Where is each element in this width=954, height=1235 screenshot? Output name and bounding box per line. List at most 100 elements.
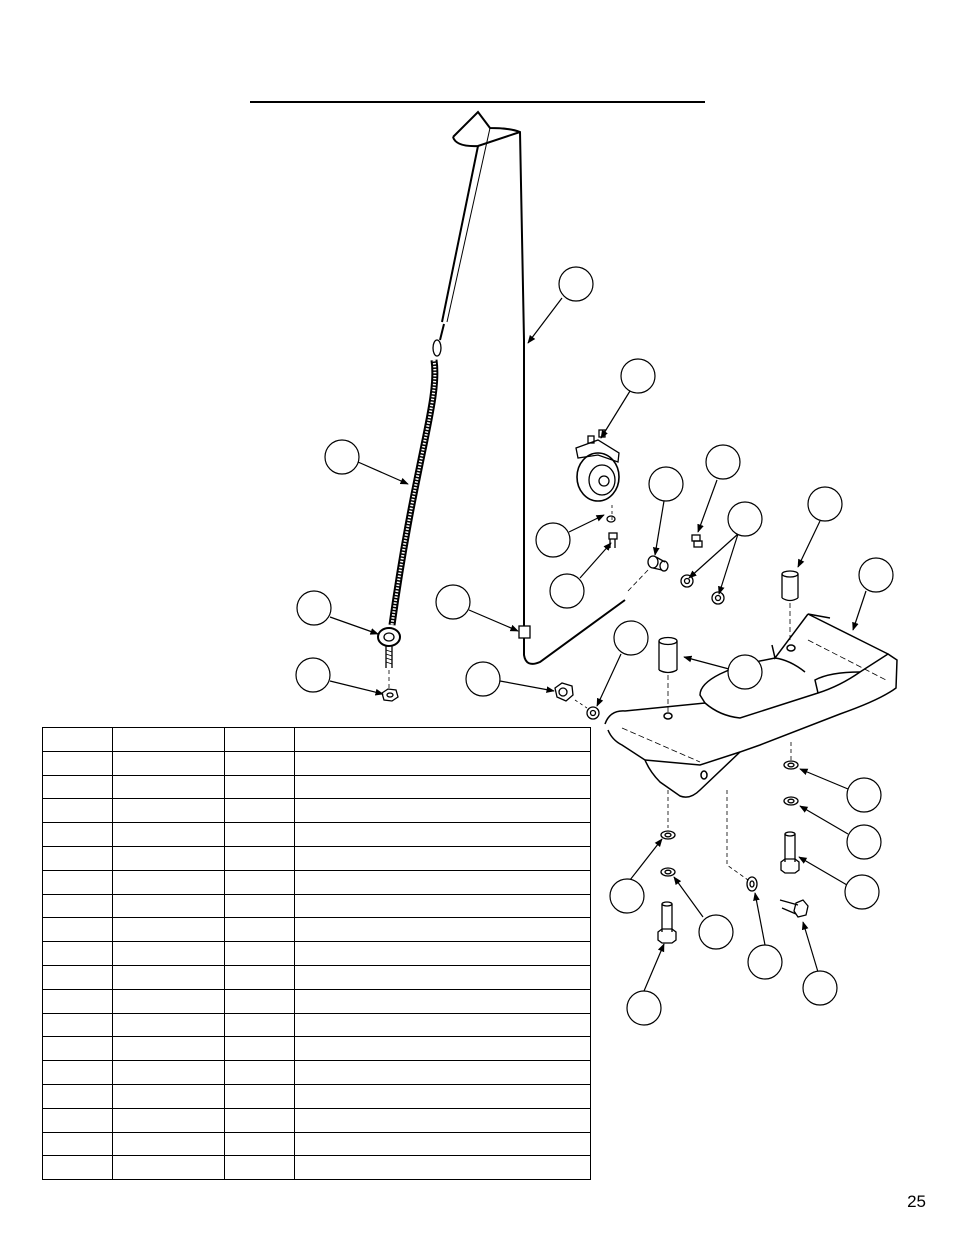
mounting-bracket — [604, 613, 898, 798]
title-rule — [250, 101, 705, 103]
callout-circle — [324, 439, 360, 475]
table-cell — [112, 822, 225, 847]
table-cell — [42, 869, 113, 895]
hex-nut — [381, 688, 399, 702]
callout-circle — [727, 654, 763, 690]
callout-circle — [648, 466, 684, 502]
callout-circle — [846, 777, 882, 813]
table-cell — [42, 1155, 113, 1181]
table-header-cell — [112, 727, 225, 752]
table-cell — [224, 1012, 295, 1038]
table-cell — [224, 798, 295, 824]
table-row — [42, 1155, 591, 1181]
spacer-bushing-rear — [781, 570, 799, 640]
table-cell — [112, 1107, 225, 1133]
table-cell — [224, 1060, 295, 1085]
table-header-cell — [294, 727, 591, 752]
pulley-screw — [608, 532, 618, 548]
table-cell — [42, 822, 113, 847]
table-cell — [42, 941, 113, 966]
table-row — [42, 869, 591, 895]
table-cell — [112, 1060, 225, 1085]
table-cell — [42, 1012, 113, 1038]
table-cell — [42, 1083, 113, 1109]
table-cell — [294, 1060, 591, 1085]
table-cell — [112, 1012, 225, 1038]
table-cell — [112, 1131, 225, 1157]
table-cell — [224, 1083, 295, 1109]
table-cell — [224, 845, 295, 871]
table-cell — [42, 1060, 113, 1085]
table-row — [42, 1012, 591, 1038]
table-cell — [224, 1107, 295, 1133]
callout-circle — [295, 657, 331, 693]
table-cell — [112, 941, 225, 966]
table-cell — [294, 941, 591, 966]
table-cell — [42, 774, 113, 800]
table-cell — [224, 893, 295, 919]
table-header-cell — [224, 727, 295, 752]
leader-lines — [329, 297, 867, 992]
table-cell — [294, 964, 591, 990]
table-cell — [42, 798, 113, 824]
callout-circle — [558, 266, 594, 302]
callout-circle — [620, 358, 656, 394]
callout-circle — [609, 878, 645, 914]
table-cell — [294, 988, 591, 1014]
table-cell — [42, 845, 113, 871]
callout-circle — [626, 990, 662, 1026]
table-cell — [112, 893, 225, 919]
bracket-bolts — [657, 831, 809, 944]
callout-circle — [747, 944, 783, 980]
callout-circle — [846, 824, 882, 860]
callout-circle — [698, 914, 734, 950]
table-cell — [294, 893, 591, 919]
table-cell — [112, 964, 225, 990]
table-cell — [42, 893, 113, 919]
table-cell — [294, 1012, 591, 1038]
table-cell — [112, 1036, 225, 1062]
table-cell — [294, 917, 591, 943]
table-cell — [224, 1036, 295, 1062]
table-cell — [224, 750, 295, 776]
callout-circle — [727, 501, 763, 537]
set-screws — [691, 534, 703, 548]
table-row — [42, 798, 591, 824]
table-row — [42, 917, 591, 943]
pulley-assembly — [575, 429, 620, 520]
table-cell — [294, 1155, 591, 1181]
callout-circle — [465, 661, 501, 697]
table-cell — [294, 822, 591, 847]
table-cell — [112, 845, 225, 871]
pulley-washer — [606, 515, 616, 523]
page-number: 25 — [907, 1192, 926, 1211]
washers — [680, 574, 725, 605]
table-header-cell — [42, 727, 113, 752]
table-row — [42, 774, 591, 800]
table-cell — [42, 1131, 113, 1157]
parts-list-table — [42, 727, 591, 1181]
callout-circle — [613, 620, 649, 656]
table-row — [42, 845, 591, 871]
table-cell — [224, 964, 295, 990]
table-cell — [42, 750, 113, 776]
table-cell — [112, 988, 225, 1014]
callout-circle — [844, 874, 880, 910]
table-cell — [224, 1155, 295, 1181]
bracket-washers — [660, 742, 799, 892]
table-cell — [112, 917, 225, 943]
table-cell — [224, 774, 295, 800]
callout-circle — [296, 590, 332, 626]
table-cell — [294, 1083, 591, 1109]
table-row — [42, 964, 591, 990]
table-row — [42, 1083, 591, 1109]
table-cell — [112, 1083, 225, 1109]
table-cell — [224, 988, 295, 1014]
table-cell — [112, 1155, 225, 1181]
table-cell — [112, 774, 225, 800]
table-cell — [42, 964, 113, 990]
callout-circle — [435, 584, 471, 620]
table-cell — [112, 869, 225, 895]
callout-circle — [705, 444, 741, 480]
spacer-bushing-front — [658, 636, 678, 712]
